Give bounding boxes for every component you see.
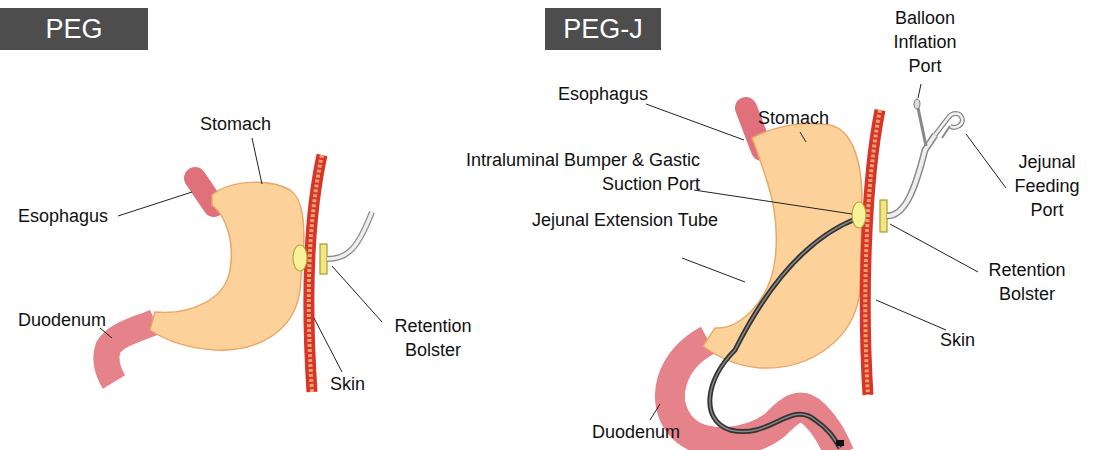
feeding-port-fill [935, 114, 962, 136]
esophagus [195, 178, 214, 206]
part-label: Duodenum [18, 308, 138, 332]
title-tab: PEG-J [545, 8, 661, 50]
tube-fill [327, 212, 372, 259]
part-label: Retention Bolster [378, 314, 488, 362]
part-label: Jejunal Feeding Port [1002, 150, 1092, 222]
leader-line [118, 192, 192, 216]
tube-tip [836, 440, 844, 446]
leader-line [800, 132, 806, 142]
feeding-port [935, 114, 962, 136]
stomach [703, 123, 862, 368]
part-label: Esophagus [558, 82, 668, 106]
leader-line [314, 318, 342, 372]
part-label: Esophagus [18, 204, 138, 228]
part-label: Duodenum [592, 420, 712, 444]
retention-bolster [880, 200, 887, 232]
pegj-figure [670, 99, 962, 450]
tube-fill [887, 135, 935, 216]
peg-figure [106, 155, 372, 392]
leader-line [876, 300, 946, 330]
jejunal-tube-highlight [710, 218, 858, 448]
port-cap [942, 126, 950, 138]
bumper [852, 202, 866, 228]
part-label: Balloon Inflation Port [880, 6, 970, 78]
balloon-port [918, 108, 926, 146]
leader-line [966, 134, 1006, 188]
tube [887, 135, 935, 216]
tab-title: PEG [45, 14, 102, 45]
part-label: Stomach [200, 112, 310, 136]
part-label: Skin [330, 372, 390, 396]
stomach [150, 182, 304, 350]
part-label: Retention Bolster [972, 258, 1082, 306]
tab-title: PEG-J [563, 14, 643, 45]
leader-line [252, 138, 262, 184]
leader-line [918, 84, 921, 98]
leader-line [650, 404, 660, 420]
abdominal-wall [865, 110, 880, 395]
leader-line [682, 258, 745, 282]
leader-line [332, 266, 382, 322]
bumper [293, 245, 307, 271]
leader-line [646, 104, 744, 140]
part-label: Skin [940, 328, 1000, 352]
part-label: Intraluminal Bumper & Gastic Suction Por… [440, 148, 700, 196]
balloon-port-tip [914, 99, 920, 109]
part-label: Stomach [758, 106, 868, 130]
retention-bolster [320, 244, 327, 274]
leader-line [890, 224, 978, 272]
wall-layer [865, 110, 880, 395]
title-tab: PEG [0, 8, 148, 50]
jejunal-tube [710, 218, 858, 448]
leader-lines [100, 84, 1006, 420]
duodenum [106, 322, 155, 382]
tube [327, 212, 372, 259]
part-label: Jejunal Extension Tube [520, 208, 730, 232]
